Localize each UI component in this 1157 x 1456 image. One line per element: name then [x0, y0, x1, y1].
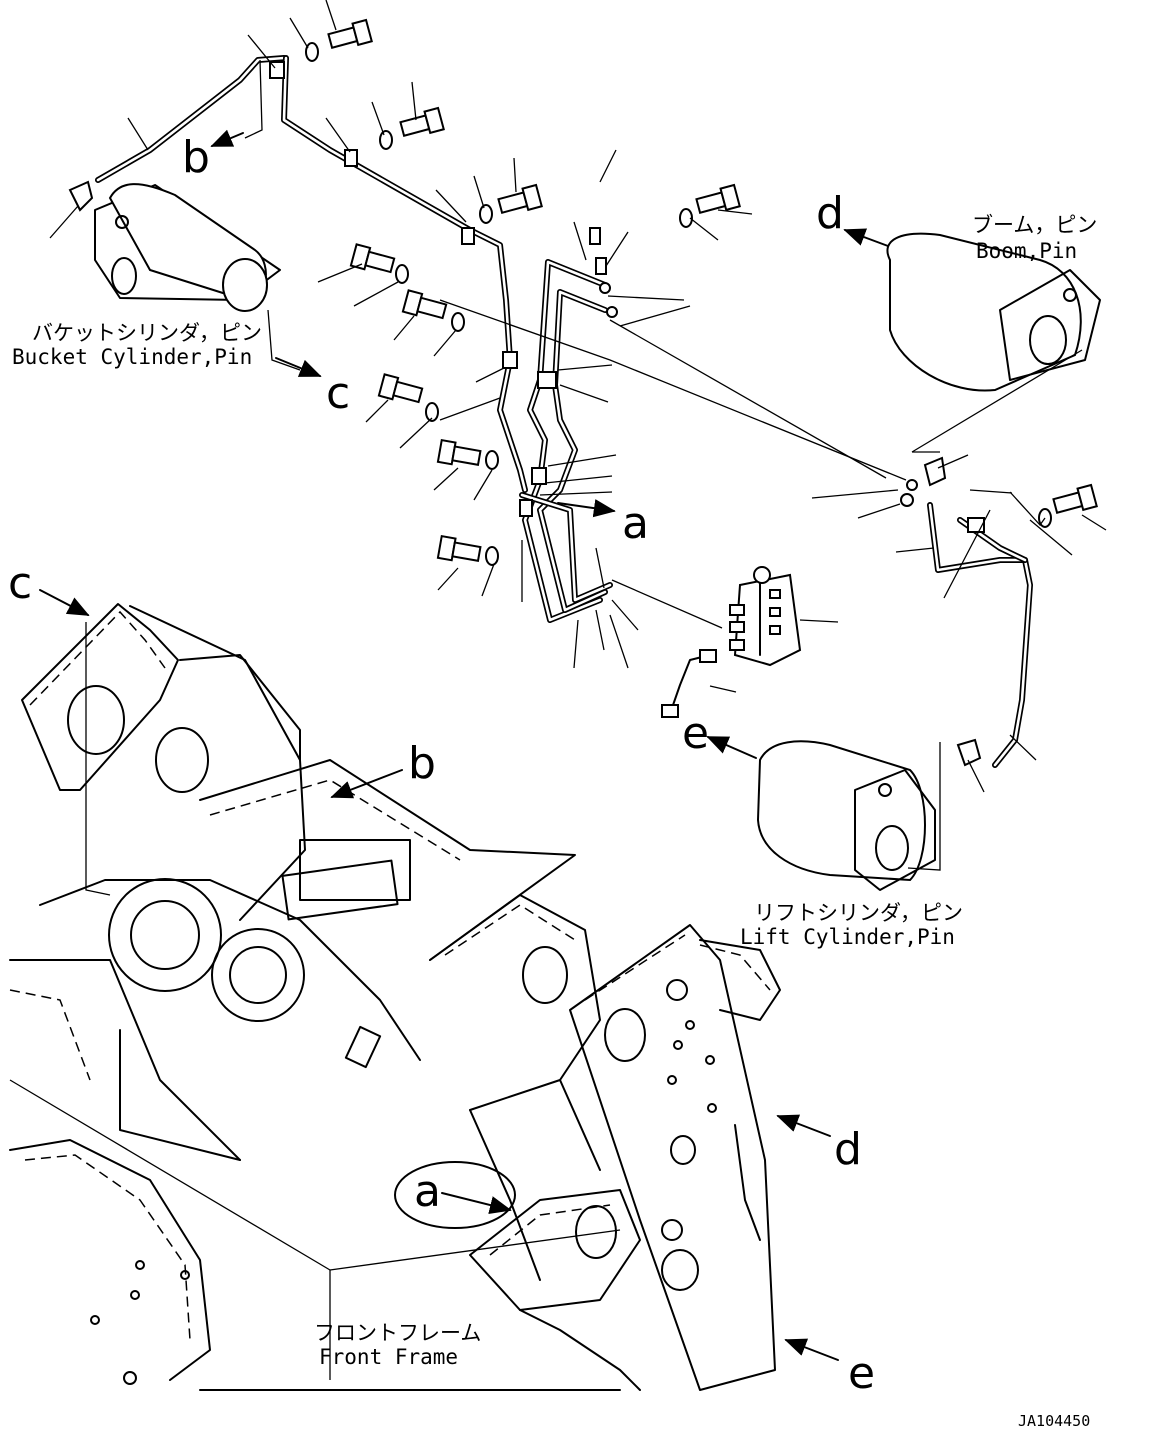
reference-arrows	[39, 129, 889, 1361]
bucket-cylinder-pin-label-jp: バケットシリンダ，ピン	[32, 321, 262, 345]
ref-letter-e-top: e	[682, 708, 709, 759]
lift-cylinder-pin	[756, 740, 936, 891]
boom-pin-label-jp: ブーム，ピン	[972, 213, 1097, 237]
leader-lines	[49, 0, 1107, 896]
front-frame-label-en: Front Frame	[319, 1345, 458, 1369]
grease-pipes	[68, 55, 1033, 768]
ref-letter-a-top: a	[622, 498, 649, 549]
ref-letter-c-top: c	[326, 368, 350, 419]
bucket-cylinder-pin	[94, 183, 281, 312]
ref-letter-a-bottom: a	[414, 1166, 441, 1217]
text-labels: バケットシリンダ，ピン Bucket Cylinder,Pin ブーム，ピン B…	[8, 132, 1097, 1430]
lift-cylinder-pin-label-jp: リフトシリンダ，ピン	[754, 901, 963, 925]
lubrication-manifold	[661, 566, 802, 718]
drawing-code: JA104450	[1018, 1412, 1090, 1430]
bucket-cylinder-pin-label-en: Bucket Cylinder,Pin	[12, 345, 252, 369]
front-frame-label-jp: フロントフレーム	[314, 1321, 481, 1345]
boom-pin	[886, 232, 1101, 392]
ref-letter-d-top: d	[816, 188, 844, 239]
boom-pin-label-en: Boom,Pin	[976, 239, 1077, 263]
lift-cylinder-pin-label-en: Lift Cylinder,Pin	[740, 925, 955, 949]
front-frame	[9, 603, 781, 1391]
ref-letter-e-bottom: e	[848, 1348, 875, 1399]
ref-letter-c-left: c	[8, 558, 32, 609]
ref-letter-b-top: b	[182, 132, 210, 183]
ref-letter-d-bottom: d	[834, 1124, 862, 1175]
bolts-and-washers	[305, 18, 1098, 566]
ref-letter-b-bottom: b	[408, 738, 436, 789]
